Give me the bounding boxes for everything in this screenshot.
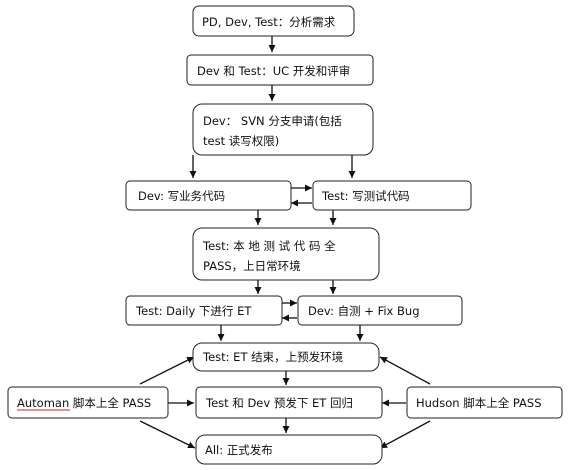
node-et-done-label: Test: ET 结束，上预发环境 xyxy=(202,350,343,364)
node-regression-label: Test 和 Dev 预发下 ET 回归 xyxy=(205,396,353,410)
node-local-label-line2: PASS，上日常环境 xyxy=(203,259,301,273)
node-local-test: Test: 本 地 测 试 代 码 全 PASS，上日常环境 xyxy=(192,227,380,281)
connectors xyxy=(139,36,431,449)
node-analyze-label: PD, Dev, Test：分析需求 xyxy=(202,15,336,29)
node-svn-label-line1: Dev： SVN 分支申请(包括 xyxy=(203,114,342,128)
node-test-code-label: Test: 写测试代码 xyxy=(321,189,410,203)
node-svn-label-line2: test 读写权限) xyxy=(203,134,279,148)
node-svn-branch: Dev： SVN 分支申请(包括 test 读写权限) xyxy=(192,103,374,156)
node-test-code: Test: 写测试代码 xyxy=(312,180,472,211)
arrow-hudson-to-etdone xyxy=(379,356,431,385)
node-self-test: Dev: 自测 + Fix Bug xyxy=(297,295,463,326)
node-automan: Automan 脚本上全 PASS xyxy=(7,386,169,419)
node-uc-review: Dev 和 Test：UC 开发和评审 xyxy=(186,54,374,86)
node-uc-review-label: Dev 和 Test：UC 开发和评审 xyxy=(197,64,350,78)
node-automan-label: Automan 脚本上全 PASS xyxy=(17,396,151,410)
node-et-done: Test: ET 结束，上预发环境 xyxy=(192,342,380,372)
node-hudson-label: Hudson 脚本上全 PASS xyxy=(416,396,542,410)
node-daily-et-label: Test: Daily 下进行 ET xyxy=(135,304,252,318)
node-regression: Test 和 Dev 预发下 ET 回归 xyxy=(195,386,383,419)
node-local-label-line1: Test: 本 地 测 试 代 码 全 xyxy=(202,239,336,253)
arrow-hudson-to-release xyxy=(379,420,431,449)
node-analyze: PD, Dev, Test：分析需求 xyxy=(192,5,355,37)
node-daily-et: Test: Daily 下进行 ET xyxy=(125,295,283,326)
node-release-label: All: 正式发布 xyxy=(205,443,273,457)
arrow-automan-to-etdone xyxy=(139,356,195,385)
node-dev-code-label: Dev: 写业务代码 xyxy=(138,189,225,203)
node-hudson: Hudson 脚本上全 PASS xyxy=(406,386,563,419)
node-dev-code: Dev: 写业务代码 xyxy=(125,180,292,211)
node-self-test-label: Dev: 自测 + Fix Bug xyxy=(308,304,420,318)
arrow-automan-to-release xyxy=(139,420,196,449)
node-release: All: 正式发布 xyxy=(195,434,383,465)
